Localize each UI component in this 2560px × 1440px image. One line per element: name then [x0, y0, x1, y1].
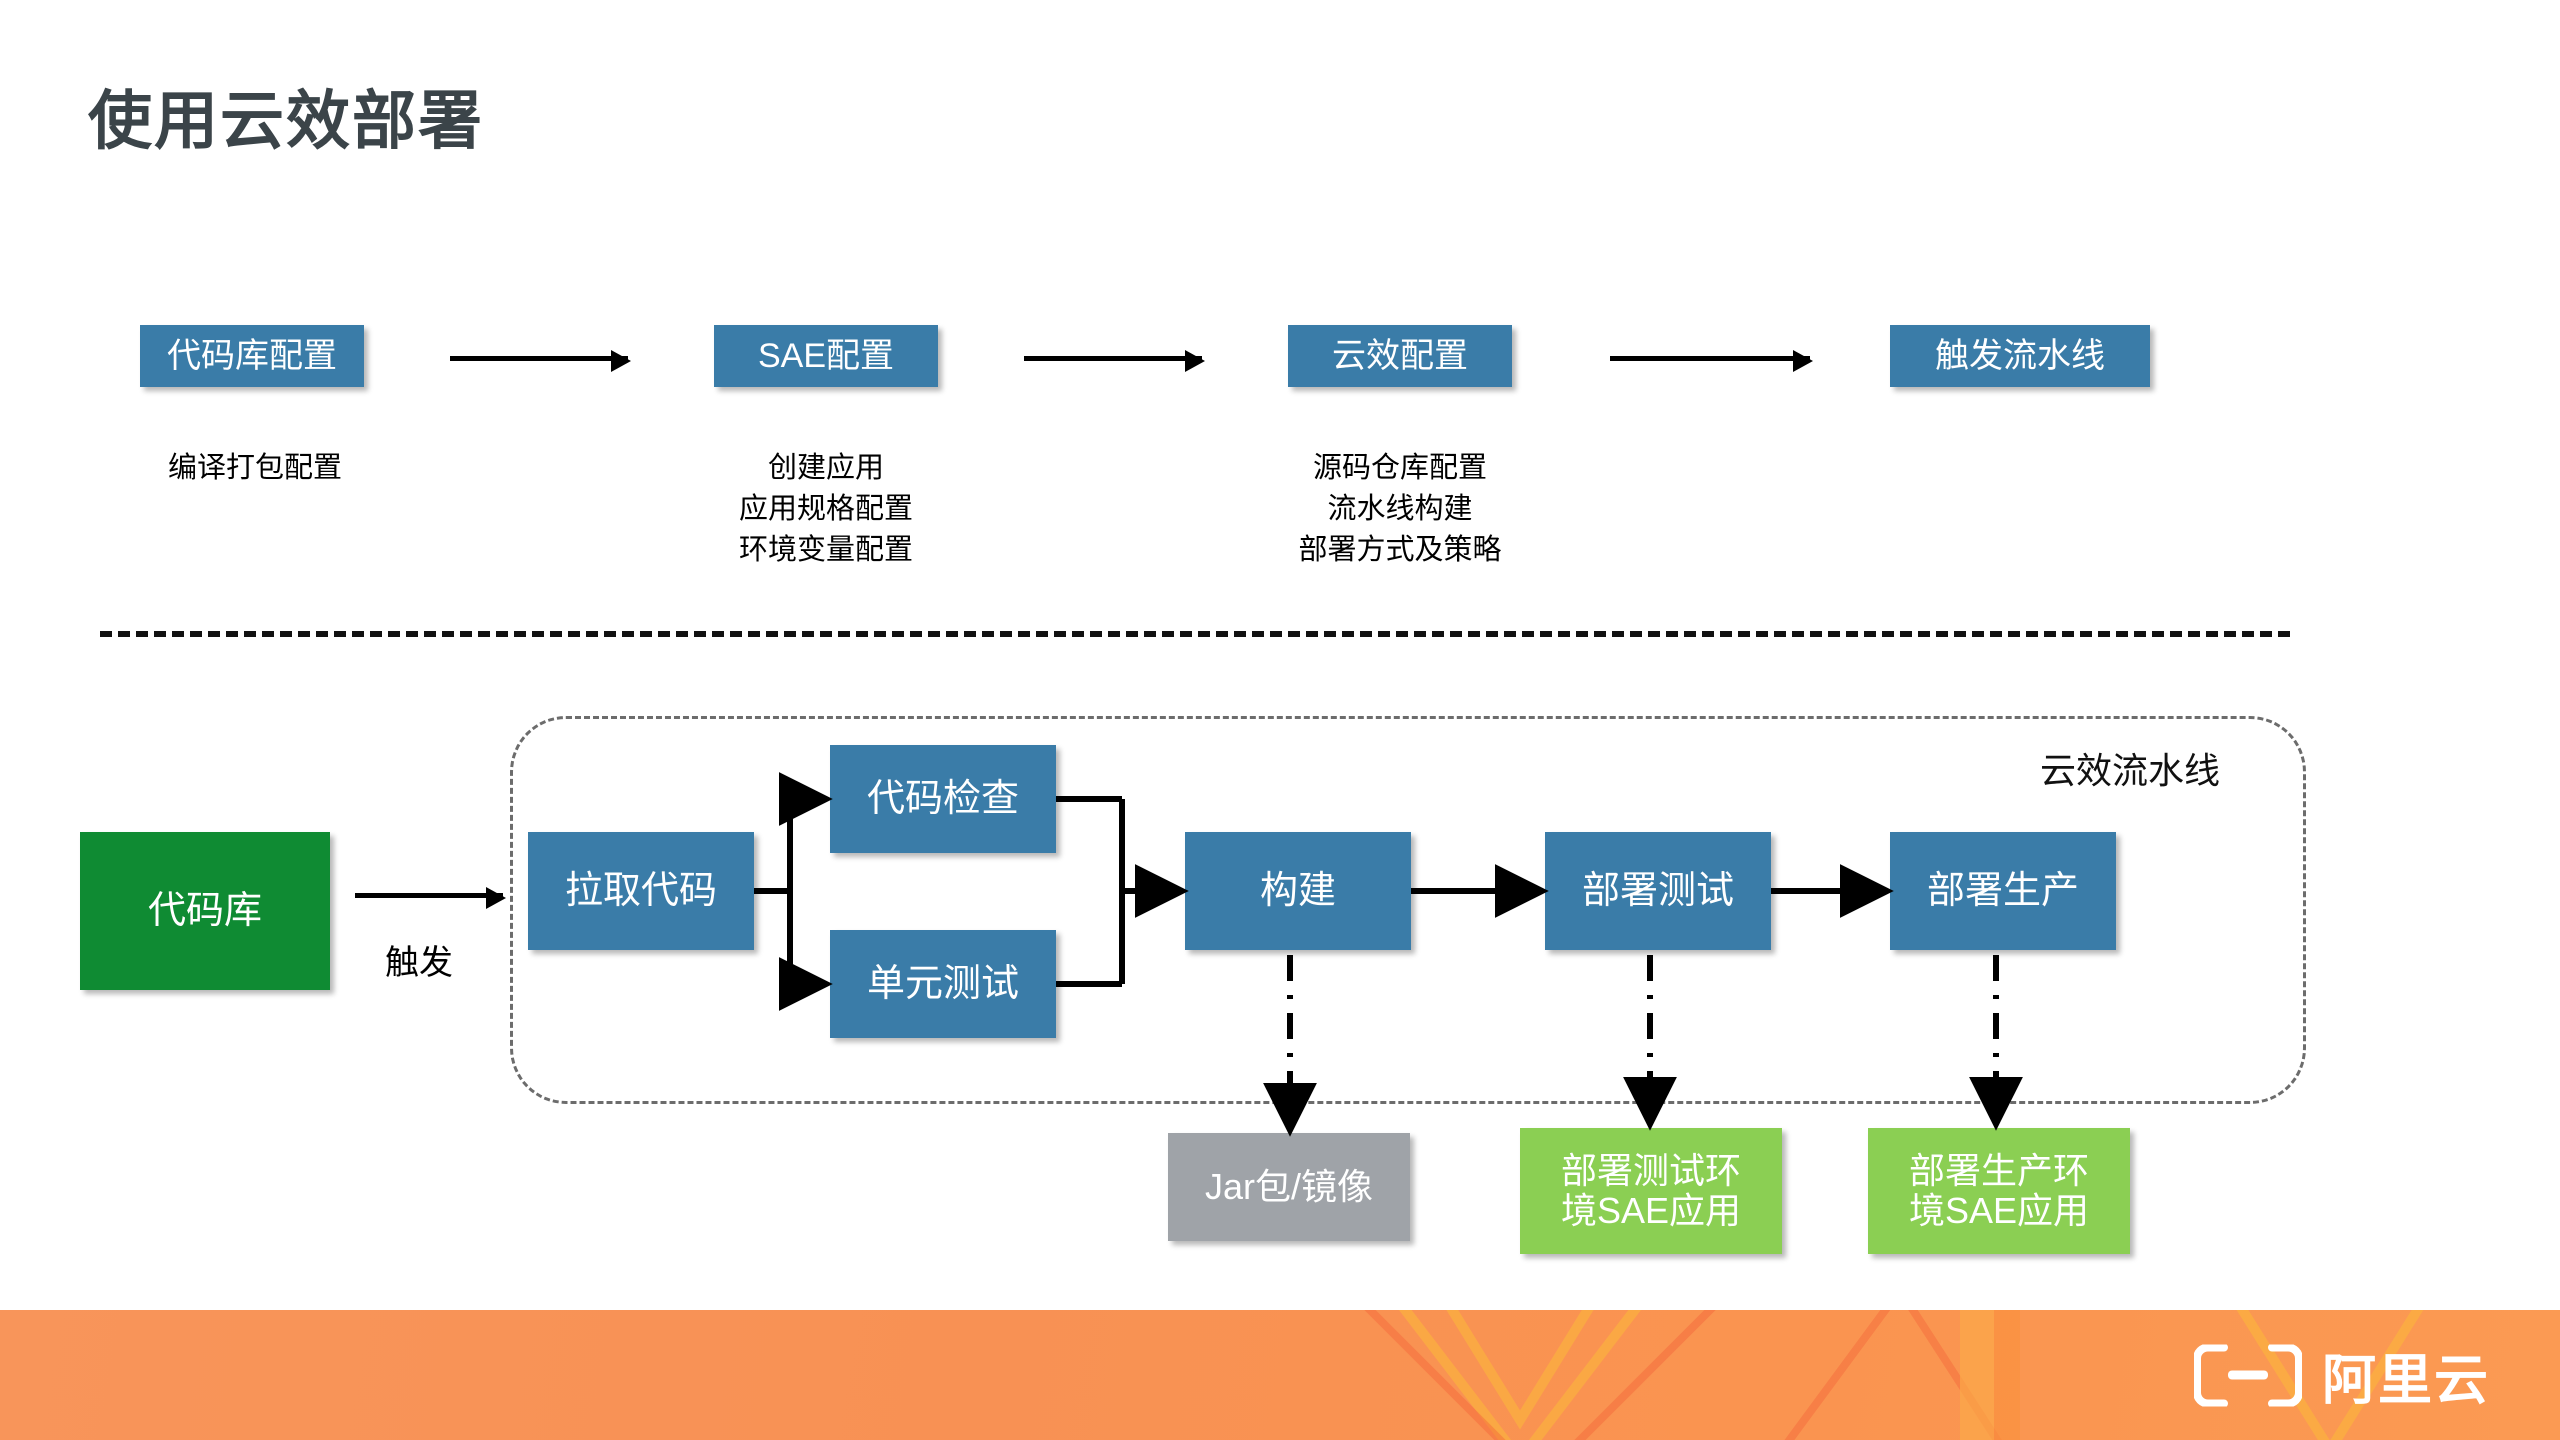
stage-deploy-test[interactable]: 部署测试 [1545, 832, 1771, 950]
stage-unit-test[interactable]: 单元测试 [830, 930, 1056, 1038]
top-step-box-4[interactable]: 触发流水线 [1890, 325, 2150, 387]
stage-build[interactable]: 构建 [1185, 832, 1411, 950]
stage-pull-code[interactable]: 拉取代码 [528, 832, 754, 950]
top-step-box-1[interactable]: 代码库配置 [140, 325, 364, 387]
artifact-box-jar[interactable]: Jar包/镜像 [1168, 1133, 1410, 1241]
top-flow-arrow-1 [450, 350, 631, 372]
pipeline-container-label: 云效流水线 [2040, 750, 2221, 791]
footer-chevron-pattern [1364, 1310, 2424, 1440]
footer-bar: 阿里云 [0, 1310, 2560, 1440]
stage-deploy-prod[interactable]: 部署生产 [1890, 832, 2116, 950]
top-step-caption-3: 源码仓库配置 流水线构建 部署方式及策略 [1298, 452, 1502, 567]
brand-name: 阿里云 [2322, 1350, 2490, 1411]
trigger-label: 触发 [385, 944, 453, 982]
top-step-caption-1: 编译打包配置 [167, 452, 342, 484]
section-divider [100, 631, 2290, 637]
trigger-arrow [355, 887, 506, 909]
top-flow-arrow-2 [1024, 350, 1205, 372]
pipeline-container [510, 716, 2306, 1104]
artifact-box-prod-env[interactable]: 部署生产环 境SAE应用 [1868, 1128, 2130, 1254]
brand-logo: 阿里云 [2193, 1336, 2490, 1415]
artifact-box-test-env[interactable]: 部署测试环 境SAE应用 [1520, 1128, 1782, 1254]
top-flow-arrow-3 [1610, 350, 1813, 372]
top-step-box-2[interactable]: SAE配置 [714, 325, 938, 387]
top-step-caption-2: 创建应用 应用规格配置 环境变量配置 [738, 452, 913, 567]
top-step-box-3[interactable]: 云效配置 [1288, 325, 1512, 387]
stage-code-check[interactable]: 代码检查 [830, 745, 1056, 853]
page-title: 使用云效部署 [88, 85, 484, 157]
source-repo-box[interactable]: 代码库 [80, 832, 330, 990]
alibaba-cloud-logo-icon [2193, 1343, 2303, 1407]
